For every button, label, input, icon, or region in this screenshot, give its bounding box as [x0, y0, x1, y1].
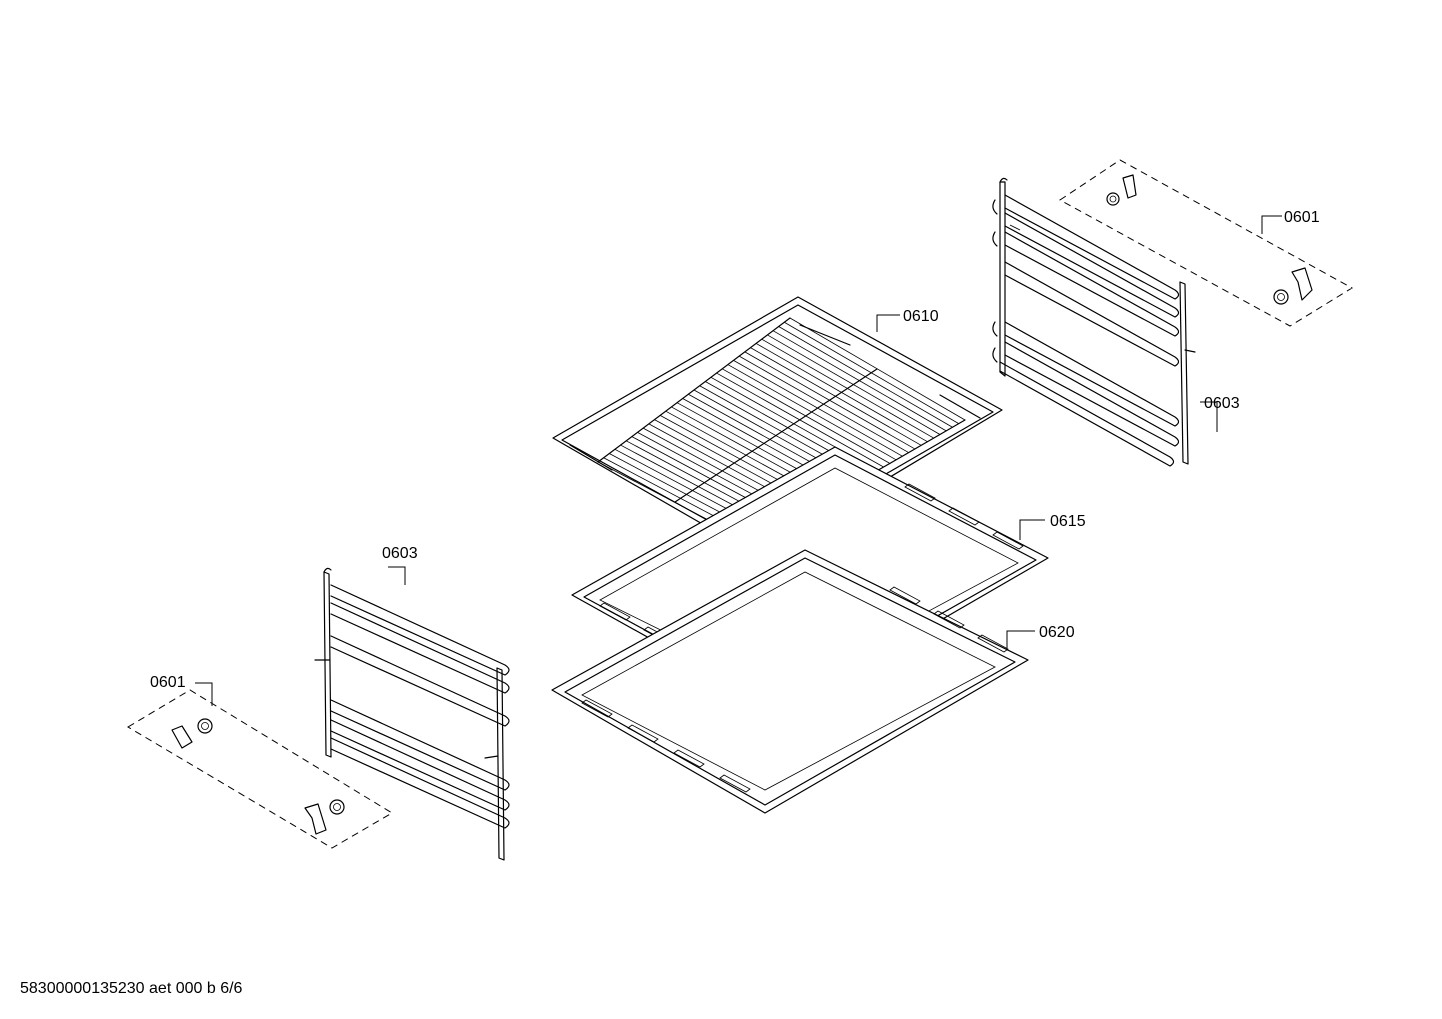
drawing-reference: 58300000135230 aet 000 b 6/6 — [20, 980, 243, 997]
callout-0601-left: 0601 — [150, 674, 186, 691]
callout-0610: 0610 — [903, 308, 939, 325]
callout-0615: 0615 — [1050, 513, 1086, 530]
clip-part — [304, 799, 345, 835]
leader-lines — [195, 215, 1282, 706]
right-side-rail — [992, 177, 1196, 467]
clip-part — [1106, 174, 1137, 206]
clip-part — [171, 718, 213, 749]
right-clip-kit — [1059, 159, 1353, 327]
callout-0603-left: 0603 — [382, 545, 418, 562]
left-clip-kit — [127, 689, 393, 849]
deep-pan — [551, 549, 1029, 814]
clip-part — [1273, 267, 1313, 305]
callout-0620: 0620 — [1039, 624, 1075, 641]
left-side-rail — [314, 567, 510, 861]
callout-0603-right: 0603 — [1204, 395, 1240, 412]
callout-0601-right: 0601 — [1284, 209, 1320, 226]
